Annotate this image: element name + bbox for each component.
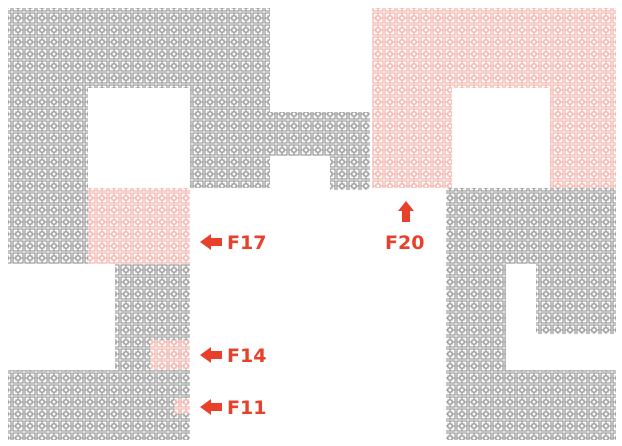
label-f20: F20 [385, 232, 424, 254]
label-f11: F11 [227, 397, 266, 419]
arrow-left-icon [200, 399, 222, 415]
label-f17: F17 [227, 232, 266, 254]
arrow-up-icon [398, 201, 414, 222]
arrow-left-icon [200, 234, 222, 250]
arrow-left-icon [200, 347, 222, 363]
label-f14: F14 [227, 345, 266, 367]
